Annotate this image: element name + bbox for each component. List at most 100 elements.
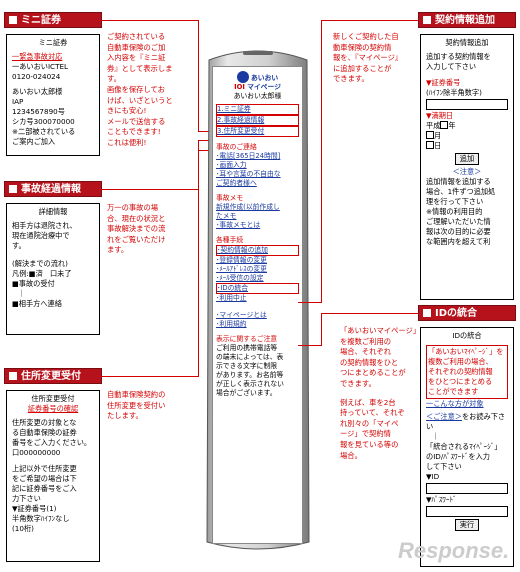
mini-line: 一あいおいICTEL (12, 62, 69, 71)
mini-line: シカ号300070000 (12, 117, 75, 126)
connector-line (321, 313, 418, 314)
menu-email-settings[interactable]: ･ﾒｰﾙ受信の設定 (216, 274, 264, 282)
year-input[interactable] (440, 121, 449, 129)
mini-line: ご案内ご加入 (12, 137, 56, 146)
notice-link-text: をお読み下さい (426, 412, 506, 431)
flow-bar: ｜ (432, 432, 440, 441)
notice-title: 表示に関するご注意 (216, 335, 278, 343)
address-header-label: 住所変更受付 (21, 371, 81, 382)
mypage-title: IOI マイページ (213, 83, 302, 92)
address-panel-title: 住所変更受付 (31, 394, 75, 403)
menu-add-contract[interactable]: ･契約情報の追加 (216, 245, 299, 256)
policy-number-input[interactable] (426, 99, 508, 110)
address-description: 自動車保険契約の住所変更を受付いたします。 (107, 390, 166, 421)
id-line: 「統合されるﾏｲﾍﾟｰｼﾞ」 (426, 442, 502, 451)
notice-line: 場合がございます。 (216, 389, 277, 397)
contract-note: 場合、1件ずつ追加処 (426, 187, 496, 196)
contract-intro: 追加する契約情報を (426, 52, 491, 61)
contract-description: 新しくご契約した自動車保険の契約情報を、『マイページ』に追加することができます。 (333, 32, 403, 84)
screen-input-link[interactable]: ･画面入力 (216, 161, 247, 169)
emergency-link[interactable]: 一緊急事故対応 (12, 52, 63, 61)
menu-change-email[interactable]: ･ﾒｰﾙｱﾄﾞﾚｽの変更 (216, 265, 267, 273)
menu-id-merge[interactable]: ･IDの統合 (216, 283, 299, 294)
accident-header: 事故経過情報 (4, 181, 102, 197)
square-bullet-icon (9, 372, 17, 380)
accident-panel: 詳細情報 相手方は退院され、 現在通院治療中で す。 (解決までの流れ) 凡例:… (6, 203, 100, 335)
mini-header-label: ミニ証券 (21, 15, 61, 26)
new-memo-link[interactable]: 新規作成(以前作成し (216, 203, 280, 211)
policy-confirm-link[interactable]: 証券番号の確認 (27, 404, 79, 413)
phone-contact-link[interactable]: ･電話[365日24時間] (216, 152, 281, 160)
contract-note: 理を行って下さい (426, 197, 484, 206)
accident-line: 現在通院治療中で (12, 231, 70, 240)
memo-about-link[interactable]: ･事故メモとは (216, 221, 261, 229)
notice-line: 示できる文字に制限 (216, 362, 278, 370)
connector-line (198, 150, 216, 151)
id-info-box: 「あいおいﾏｲﾍﾟｰｼﾞ」を複数ご利用の場合、それぞれの契約情報をひとつにまとめ… (426, 345, 508, 399)
connector-line (198, 20, 199, 132)
execute-button[interactable]: 実行 (454, 519, 480, 531)
address-line: 番号をご入力ください。 (12, 438, 92, 447)
day-label: 日 (434, 141, 442, 150)
about-mypage-link[interactable]: ･マイページとは (216, 311, 267, 319)
contract-header-label: 契約情報追加 (435, 15, 495, 26)
square-bullet-icon (423, 16, 431, 24)
menu-address-change[interactable]: 3.住所変更受付 (216, 126, 299, 137)
accident-line: ｜ (18, 289, 26, 298)
address-panel: 住所変更受付 証券番号の確認 住所変更の対象とな る自動車保険の証券 番号をご入… (6, 390, 100, 562)
hearing-impaired-link[interactable]: ･耳や言葉の不自由な (216, 170, 281, 178)
mypage-label: マイページ (247, 83, 281, 91)
mini-line: 1234567890号 (12, 107, 65, 116)
mini-header: ミニ証券 (4, 12, 102, 28)
accident-line: す。 (12, 241, 26, 250)
brand-circle-icon (236, 71, 249, 83)
connector-line (198, 150, 199, 377)
id-input[interactable] (426, 483, 508, 494)
menu-mini-shouken[interactable]: 1.ミニ証券 (216, 104, 299, 115)
year-label: 年 (448, 121, 456, 130)
id-header: IDの統合 (418, 305, 516, 321)
hearing-impaired-link-cont[interactable]: ご契約者様へ (216, 179, 257, 187)
mini-panel-title: ミニ証券 (38, 38, 68, 47)
menu-accident-info[interactable]: 2.事故経過情報 (216, 115, 299, 126)
mini-line: あいおい太郎様 (12, 87, 63, 96)
menu-change-registration[interactable]: ･登録情報の変更 (216, 256, 267, 264)
notice-line: ご利用の携帯電話等 (216, 344, 278, 352)
add-button[interactable]: 追加 (454, 153, 480, 165)
expiry-day-row: 日 (426, 141, 508, 151)
new-memo-link-cont[interactable]: たメモ (216, 212, 237, 220)
policy-checkbox[interactable]: 口000000000 (12, 448, 61, 457)
address-line: 住所変更の対象とな (12, 418, 77, 427)
contract-header: 契約情報追加 (418, 12, 516, 28)
day-input[interactable] (426, 141, 434, 149)
connector-line (298, 302, 322, 303)
square-bullet-icon (423, 309, 431, 317)
policy-number-hint: (ﾊｲﾌﾝ除半角数字) (426, 88, 482, 97)
notice-line: があります。お名前等 (216, 371, 284, 379)
connector-line (100, 376, 199, 377)
accident-line: ■事故の受付 (12, 279, 55, 288)
accident-line: 相手方は退院され、 (12, 221, 77, 230)
target-users-link[interactable]: 一こんな方が対象 (426, 399, 484, 408)
address-line: (10桁) (12, 524, 34, 533)
terms-link[interactable]: ･利用規約 (216, 320, 247, 328)
expiry-month-row: 月 (426, 131, 508, 141)
month-input[interactable] (426, 131, 434, 139)
menu-stop-use[interactable]: ･利用中止 (216, 294, 247, 302)
accident-line: (解決までの流れ) (12, 259, 68, 268)
password-input[interactable] (426, 506, 508, 517)
accident-description: 万一の事故の場合、現在の状況と事故解決までの流れをご覧いただけます。 (107, 203, 166, 255)
id-label: ▼ID (426, 472, 440, 481)
accident-contact-title: 事故のご連絡 (216, 143, 257, 151)
connector-line (321, 20, 322, 303)
connector-line (321, 20, 418, 21)
month-label: 月 (434, 131, 442, 140)
expiry-date-label: ▼満期日 (426, 111, 454, 120)
id-panel: IDの統合 「あいおいﾏｲﾍﾟｰｼﾞ」を複数ご利用の場合、それぞれの契約情報をひ… (420, 327, 514, 567)
address-line: 上記以外で住所変更 (12, 464, 77, 473)
address-line: をご希望の場合は下 (12, 474, 77, 483)
notice-link[interactable]: ＜ご注意＞ (426, 412, 462, 421)
contract-panel: 契約情報追加 追加する契約情報を 入力して下さい ▼証券番号 (ﾊｲﾌﾝ除半角数… (420, 34, 514, 300)
mini-line: 0120-024024 (12, 72, 61, 81)
address-header: 住所変更受付 (4, 368, 102, 384)
